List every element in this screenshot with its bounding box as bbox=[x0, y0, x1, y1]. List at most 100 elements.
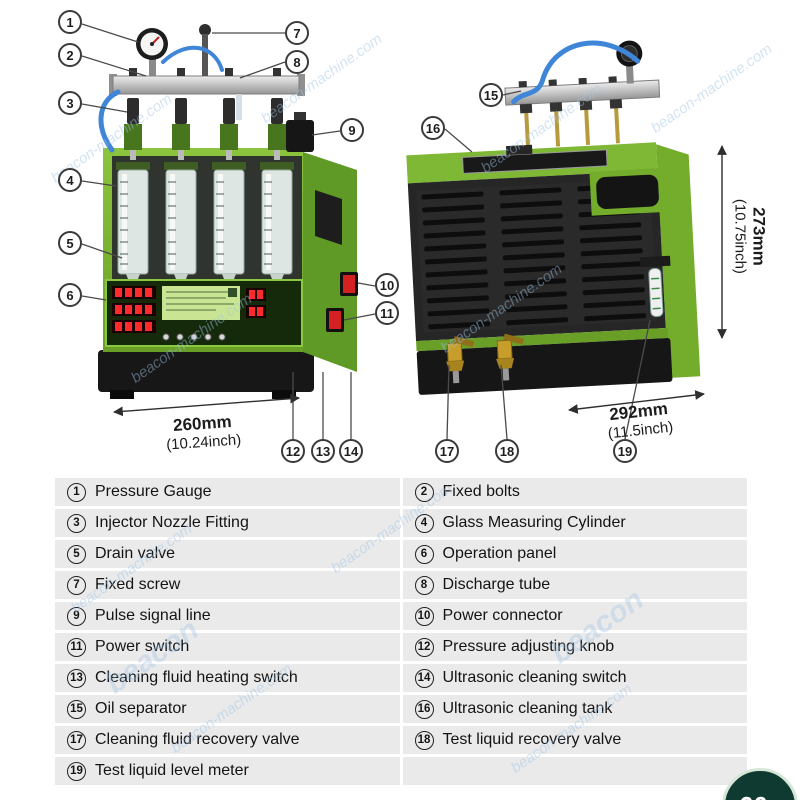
legend-label: Glass Measuring Cylinder bbox=[442, 514, 626, 531]
legend-item-19: 19 Test liquid level meter bbox=[55, 757, 400, 785]
callout-13: 13 bbox=[311, 439, 335, 463]
dimension-height: 273mm (10.75inch) bbox=[732, 176, 769, 296]
pressure-gauge bbox=[136, 28, 168, 76]
operation-panel bbox=[105, 279, 303, 347]
callout-9: 9 bbox=[340, 118, 364, 142]
callout-6: 6 bbox=[58, 283, 82, 307]
power-connector bbox=[340, 272, 358, 296]
callout-19: 19 bbox=[613, 439, 637, 463]
legend-number: 2 bbox=[414, 482, 434, 502]
legend-item-4: 4 Glass Measuring Cylinder bbox=[402, 509, 747, 537]
callout-11: 11 bbox=[375, 301, 399, 325]
front-view-machine bbox=[98, 24, 358, 399]
legend-label: Test liquid level meter bbox=[95, 762, 249, 779]
legend-item-6: 6 Operation panel bbox=[402, 540, 747, 568]
machine-diagram bbox=[81, 23, 727, 440]
rear-view-machine bbox=[406, 40, 701, 395]
legend-item-13: 13 Cleaning fluid heating switch bbox=[55, 664, 400, 692]
legend-item-2: 2 Fixed bolts bbox=[402, 478, 747, 506]
corner-badge-text: 60 bbox=[739, 791, 768, 800]
glass-cylinder bbox=[211, 161, 247, 293]
legend-number: 4 bbox=[414, 513, 434, 533]
legend-number: 5 bbox=[67, 544, 86, 564]
legend-item-3: 3 Injector Nozzle Fitting bbox=[55, 509, 400, 537]
vent-slots bbox=[416, 178, 658, 333]
legend-number: 18 bbox=[414, 730, 434, 750]
legend-item-16: 16 Ultrasonic cleaning tank bbox=[402, 695, 747, 723]
legend-number: 10 bbox=[414, 606, 434, 626]
legend-label: Pressure adjusting knob bbox=[442, 638, 615, 655]
callout-2: 2 bbox=[58, 43, 82, 67]
legend-label: Injector Nozzle Fitting bbox=[95, 514, 249, 531]
test-liquid-level-meter bbox=[639, 255, 671, 318]
legend-label: Cleaning fluid recovery valve bbox=[95, 731, 300, 748]
legend-label: Drain valve bbox=[95, 545, 176, 562]
legend-label: Power connector bbox=[442, 607, 563, 624]
legend-number: 9 bbox=[67, 606, 86, 626]
legend-label: Oil separator bbox=[95, 700, 187, 717]
fixed-screw bbox=[199, 24, 211, 36]
ultrasonic-tank-opening bbox=[461, 149, 608, 174]
glass-cylinder bbox=[163, 161, 199, 293]
legend-item-1: 1 Pressure Gauge bbox=[55, 478, 400, 506]
power-switch bbox=[326, 308, 344, 332]
dimension-lines bbox=[113, 145, 727, 417]
pulse-signal-connector bbox=[286, 112, 314, 152]
dimension-value: 273mm bbox=[749, 207, 769, 266]
blue-tube bbox=[511, 40, 641, 105]
legend-item-5: 5 Drain valve bbox=[55, 540, 400, 568]
legend-item-9: 9 Pulse signal line bbox=[55, 602, 400, 630]
callout-14: 14 bbox=[339, 439, 363, 463]
legend-label: Cleaning fluid heating switch bbox=[95, 669, 298, 686]
rear-base bbox=[416, 337, 673, 395]
callout-3: 3 bbox=[58, 91, 82, 115]
legend-label: Pulse signal line bbox=[95, 607, 211, 624]
callout-7: 7 bbox=[285, 21, 309, 45]
legend-item-18: 18 Test liquid recovery valve bbox=[402, 726, 747, 754]
callout-4: 4 bbox=[58, 168, 82, 192]
blue-tube bbox=[161, 45, 224, 72]
glass-cylinder bbox=[259, 161, 295, 293]
legend-number: 3 bbox=[67, 513, 86, 533]
glass-cylinder bbox=[115, 161, 151, 293]
discharge-tube bbox=[236, 94, 242, 120]
leader-lines bbox=[81, 23, 651, 440]
handle-recess bbox=[596, 174, 659, 209]
fuel-rail bbox=[112, 75, 300, 95]
legend-cell-empty bbox=[402, 757, 747, 785]
callout-5: 5 bbox=[58, 231, 82, 255]
legend-number: 13 bbox=[67, 668, 86, 688]
legend-item-15: 15 Oil separator bbox=[55, 695, 400, 723]
legend-item-12: 12 Pressure adjusting knob bbox=[402, 633, 747, 661]
legend-number: 19 bbox=[67, 761, 86, 781]
legend-label: Test liquid recovery valve bbox=[442, 731, 622, 748]
callout-10: 10 bbox=[375, 273, 399, 297]
callout-1: 1 bbox=[58, 10, 82, 34]
legend-number: 8 bbox=[414, 575, 434, 595]
legend-number: 15 bbox=[67, 699, 86, 719]
legend-number: 6 bbox=[414, 544, 434, 564]
front-side-panel bbox=[303, 152, 357, 372]
dimension-inch: (10.75inch) bbox=[731, 198, 749, 274]
front-base bbox=[98, 350, 314, 392]
callout-18: 18 bbox=[495, 439, 519, 463]
legend-number: 12 bbox=[414, 637, 434, 657]
callout-17: 17 bbox=[435, 439, 459, 463]
legend-label: Pressure Gauge bbox=[95, 483, 212, 500]
callout-8: 8 bbox=[285, 50, 309, 74]
legend-label: Fixed bolts bbox=[442, 483, 520, 500]
legend-label: Power switch bbox=[95, 638, 190, 655]
legend-label: Operation panel bbox=[442, 545, 557, 562]
legend-number: 16 bbox=[414, 699, 434, 719]
callout-12: 12 bbox=[281, 439, 305, 463]
legend-label: Ultrasonic cleaning tank bbox=[442, 700, 613, 717]
legend-table: 1 Pressure Gauge 2 Fixed bolts 3 Injector N… bbox=[55, 478, 747, 785]
legend-number: 1 bbox=[67, 482, 86, 502]
blue-tube bbox=[98, 89, 121, 153]
